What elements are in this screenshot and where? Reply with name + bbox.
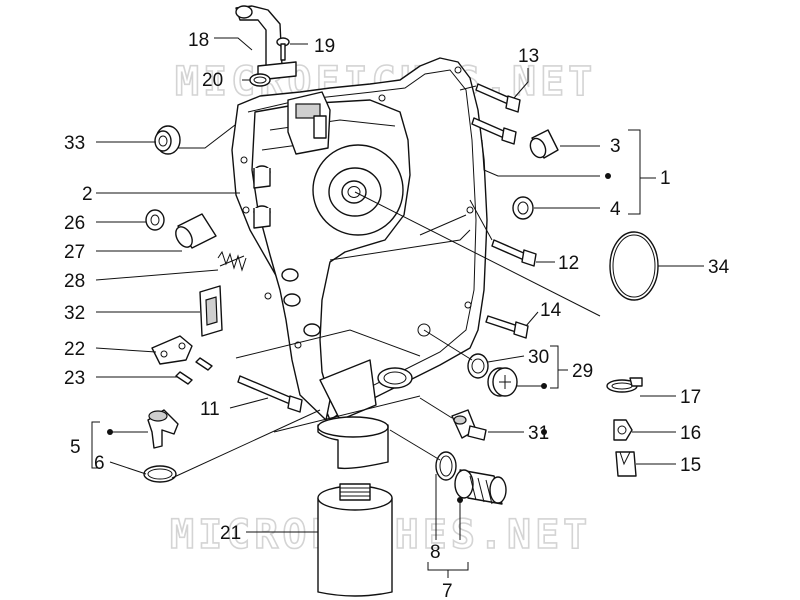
label-18: 18 xyxy=(188,30,209,51)
part-31-sensor xyxy=(451,409,487,441)
part-33-seal xyxy=(154,125,181,155)
label-13: 13 xyxy=(518,46,539,67)
label-5: 5 xyxy=(70,437,81,458)
label-21: 21 xyxy=(220,523,241,544)
dot-31 xyxy=(541,429,547,435)
label-12: 12 xyxy=(558,253,579,274)
label-29: 29 xyxy=(572,361,593,382)
part-30-washer xyxy=(467,353,489,379)
label-11: 11 xyxy=(200,399,220,420)
label-22: 22 xyxy=(64,339,85,360)
label-28: 28 xyxy=(64,271,85,292)
leader-lines xyxy=(95,37,704,540)
part-21-oil-filter xyxy=(317,483,393,597)
part-29-plug xyxy=(487,367,518,397)
part-labels: 18 19 20 13 33 3 1 2 4 26 27 12 34 28 14… xyxy=(64,30,730,600)
part-20-o-ring xyxy=(249,73,271,87)
cover-oil-neck xyxy=(377,367,413,389)
label-14: 14 xyxy=(540,300,562,321)
label-2: 2 xyxy=(82,184,93,205)
filter-housing xyxy=(317,359,389,470)
part-18-elbow-pipe xyxy=(235,5,297,81)
bracket-29 xyxy=(541,345,568,389)
assembly-lines xyxy=(171,85,601,479)
part-6-o-ring xyxy=(143,465,177,483)
label-8: 8 xyxy=(430,542,441,563)
part-15-fastener xyxy=(615,451,637,477)
part-34-o-ring xyxy=(609,231,659,301)
cover-connector-block xyxy=(287,91,331,155)
label-30: 30 xyxy=(528,347,549,368)
label-33: 33 xyxy=(64,133,85,154)
label-7: 7 xyxy=(442,581,453,600)
part-8-o-ring xyxy=(435,451,457,481)
label-19: 19 xyxy=(314,36,335,57)
part-3-cap xyxy=(529,129,559,159)
label-23: 23 xyxy=(64,368,85,389)
label-20: 20 xyxy=(202,70,223,91)
bracket-1 xyxy=(605,129,656,215)
gasket-holes xyxy=(240,66,474,349)
label-3: 3 xyxy=(610,136,621,157)
cover-bosses xyxy=(253,165,321,337)
part-28-spring xyxy=(217,250,247,272)
part-26-washer xyxy=(145,209,165,231)
part-12-bolt xyxy=(491,239,537,267)
part-7-strainer xyxy=(454,469,507,505)
part-23-screws xyxy=(175,357,213,385)
label-17: 17 xyxy=(680,387,701,408)
part-16-clip xyxy=(613,419,633,441)
bracket-5 xyxy=(91,421,113,469)
part-4-seal xyxy=(512,196,534,220)
label-32: 32 xyxy=(64,303,85,324)
label-34: 34 xyxy=(708,257,730,278)
part-27-sleeve xyxy=(175,213,217,249)
part-11-long-bolt xyxy=(237,375,303,413)
label-15: 15 xyxy=(680,455,701,476)
part-17-hose-clamp xyxy=(606,377,643,393)
label-26: 26 xyxy=(64,213,85,234)
part-32-sight-glass xyxy=(199,285,223,337)
label-31: 31 xyxy=(528,423,549,444)
part-14-bolt xyxy=(485,315,529,339)
label-27: 27 xyxy=(64,242,85,263)
label-16: 16 xyxy=(680,423,701,444)
part-13-bolts xyxy=(471,83,521,145)
label-4: 4 xyxy=(610,199,621,220)
label-1: 1 xyxy=(660,168,671,189)
part-5-dipstick xyxy=(147,409,179,449)
bracket-7 xyxy=(427,497,469,578)
part-22-bracket xyxy=(151,335,193,365)
cover-bearing-boss xyxy=(312,144,404,236)
part-19-screw xyxy=(276,37,290,61)
label-6: 6 xyxy=(94,453,105,474)
